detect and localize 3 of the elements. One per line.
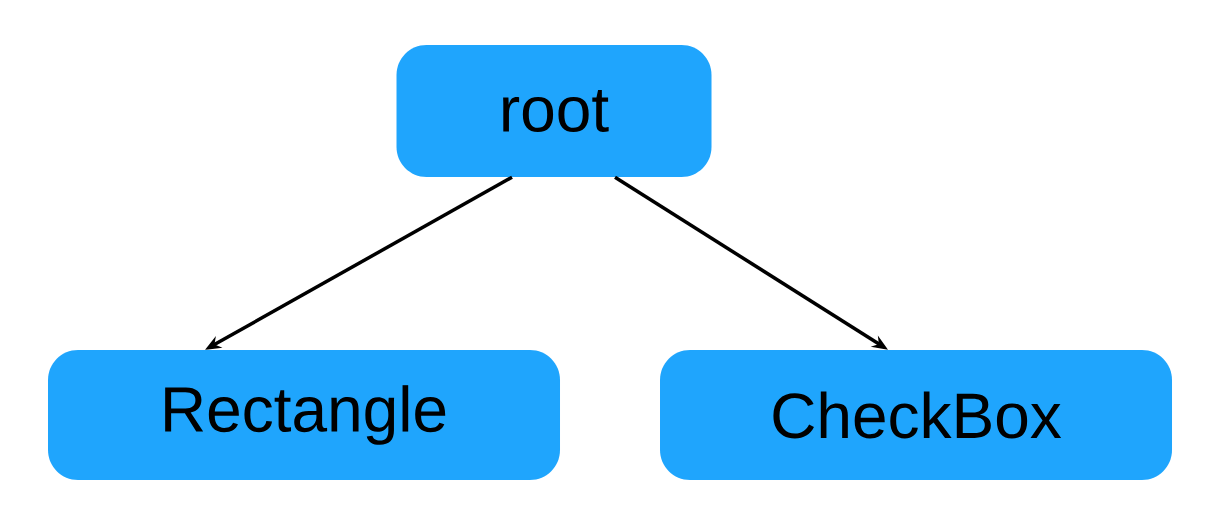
process-box: CheckBox bbox=[660, 350, 1172, 480]
process-box: root bbox=[396, 45, 712, 177]
process-box: Rectangle bbox=[48, 350, 560, 480]
